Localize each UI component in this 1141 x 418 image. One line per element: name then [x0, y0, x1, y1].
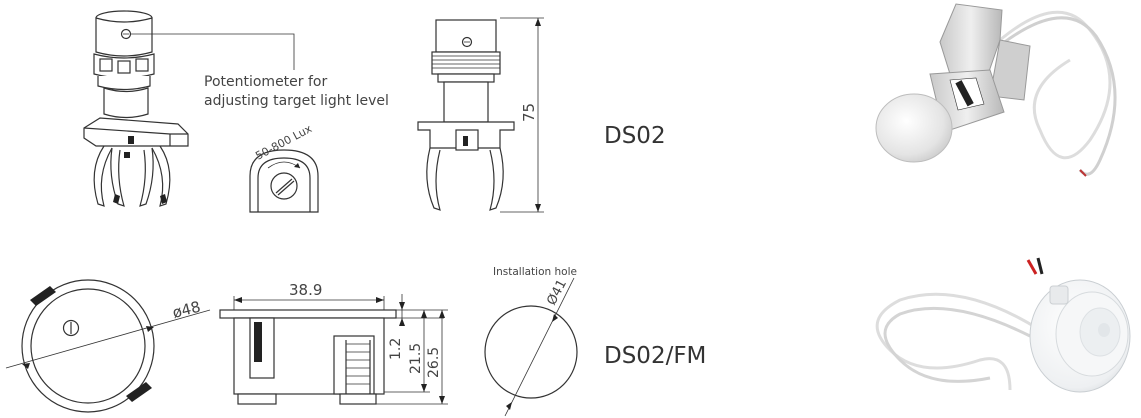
- ds02fm-side-view-drawing: [219, 294, 448, 405]
- model-label-ds02: DS02: [604, 123, 666, 149]
- potentiometer-dial-drawing: [249, 149, 319, 213]
- dimension-diameter-41: Ø41: [544, 277, 570, 308]
- dimension-26-5: 26.5: [426, 347, 442, 378]
- dimension-38-9: 38.9: [289, 281, 322, 299]
- potentiometer-caption-line2: adjusting target light level: [204, 93, 389, 109]
- dimension-21-5: 21.5: [408, 343, 424, 374]
- dimension-75: 75: [520, 103, 538, 122]
- ds02fm-product-photo: [875, 257, 1131, 393]
- ds02-product-photo: [875, 3, 1117, 177]
- ds02fm-top-view-drawing: [5, 279, 211, 413]
- dimension-diameter-48: ø48: [171, 298, 203, 322]
- dimension-1-2: 1.2: [388, 338, 404, 360]
- potentiometer-caption-line1: Potentiometer for: [204, 74, 327, 90]
- installation-hole-drawing: [484, 277, 578, 417]
- ds02-front-view-drawing: [417, 17, 544, 213]
- installation-hole-label: Installation hole: [493, 266, 577, 278]
- model-label-ds02fm: DS02/FM: [604, 343, 706, 369]
- ds02-isometric-drawing: [83, 10, 295, 207]
